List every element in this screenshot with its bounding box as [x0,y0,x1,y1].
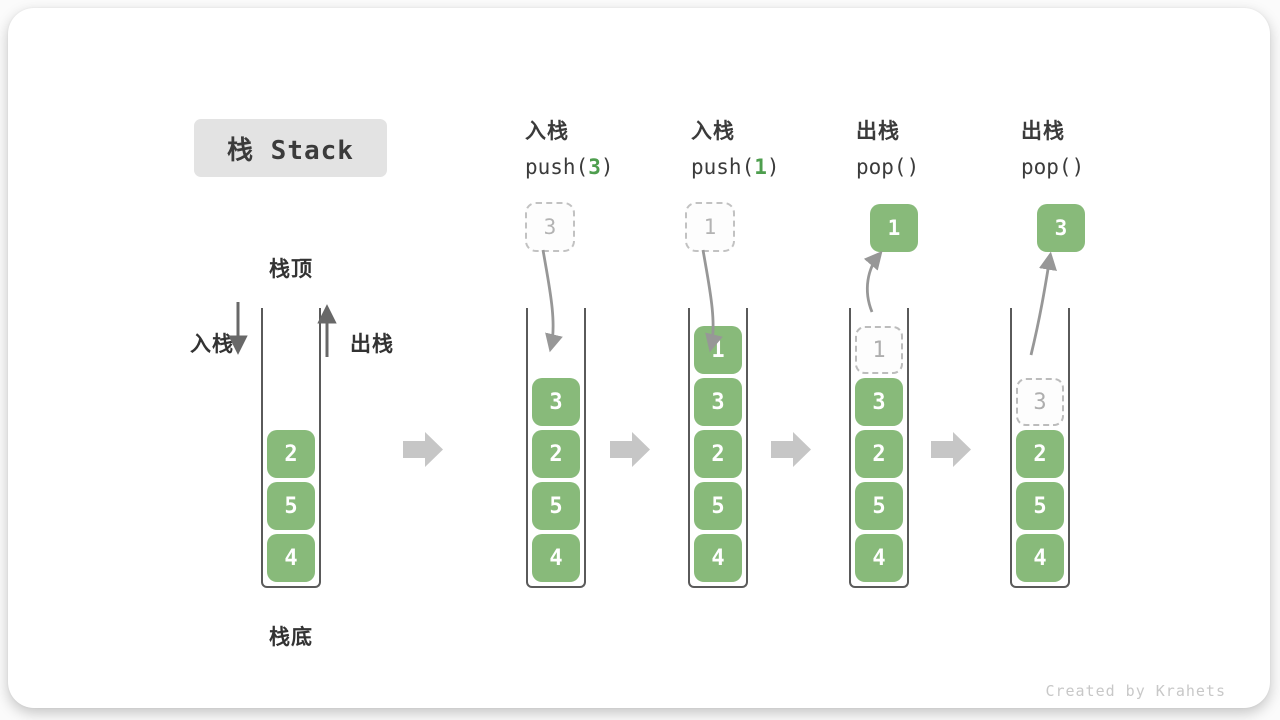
stack-item: 5 [267,482,315,530]
stack-item: 4 [1016,534,1064,582]
op-label-cn: 入栈 [691,120,735,143]
stack-item: 3 [855,378,903,426]
stack-item: 5 [694,482,742,530]
op-label-code: pop() [856,155,919,179]
stack-item: 4 [694,534,742,582]
code-pre: push( [525,155,589,179]
op-label-pop-2: 出栈 pop() [1021,115,1084,179]
stack-item: 5 [855,482,903,530]
stack-item: 5 [1016,482,1064,530]
op-label-cn: 出栈 [1021,120,1065,143]
diagram-title: 栈 Stack [227,135,354,166]
code-pre: pop() [1021,155,1085,179]
op-label-code: push(1) [691,155,780,179]
code-post: ) [766,155,780,179]
code-pre: pop() [856,155,920,179]
stack-item: 4 [532,534,580,582]
label-push-side: 入栈 [190,333,234,356]
stack-item: 5 [532,482,580,530]
stack-item: 3 [694,378,742,426]
stack-item: 4 [855,534,903,582]
label-stack-top: 栈顶 [269,258,313,281]
stack-item: 2 [1016,430,1064,478]
incoming-value-box: 1 [685,202,735,252]
op-label-cn: 入栈 [525,120,569,143]
stack-item: 2 [694,430,742,478]
op-label-cn: 出栈 [856,120,900,143]
stack-item: 2 [267,430,315,478]
watermark: Created by Krahets [1045,682,1226,700]
stack-item-ghost: 1 [855,326,903,374]
op-label-push-1: 入栈 push(1) [691,115,780,179]
stack-item: 2 [855,430,903,478]
label-pop-side: 出栈 [350,333,394,356]
incoming-value-box: 3 [525,202,575,252]
diagram-title-box: 栈 Stack [194,119,387,177]
op-label-code: push(3) [525,155,614,179]
code-arg: 3 [588,155,601,179]
stack-after-pop-1: 1 3 2 5 4 [849,308,909,588]
code-pre: push( [691,155,755,179]
stack-item-ghost: 3 [1016,378,1064,426]
stack-after-push-1: 1 3 2 5 4 [688,308,748,588]
stack-item: 3 [532,378,580,426]
op-label-code: pop() [1021,155,1084,179]
code-post: ) [600,155,614,179]
stack-item: 2 [532,430,580,478]
code-arg: 1 [754,155,767,179]
op-label-pop-1: 出栈 pop() [856,115,919,179]
stack-item: 1 [694,326,742,374]
popped-value-box: 3 [1037,204,1085,252]
stack-after-pop-3: 3 2 5 4 [1010,308,1070,588]
stack-initial: 2 5 4 [261,308,321,588]
stack-item: 4 [267,534,315,582]
popped-value-box: 1 [870,204,918,252]
diagram-card: 栈 Stack 入栈 push(3) 入栈 push(1) 出栈 pop() 出… [8,8,1270,708]
label-stack-bottom: 栈底 [269,626,313,649]
stack-after-push-3: 3 2 5 4 [526,308,586,588]
op-label-push-3: 入栈 push(3) [525,115,614,179]
